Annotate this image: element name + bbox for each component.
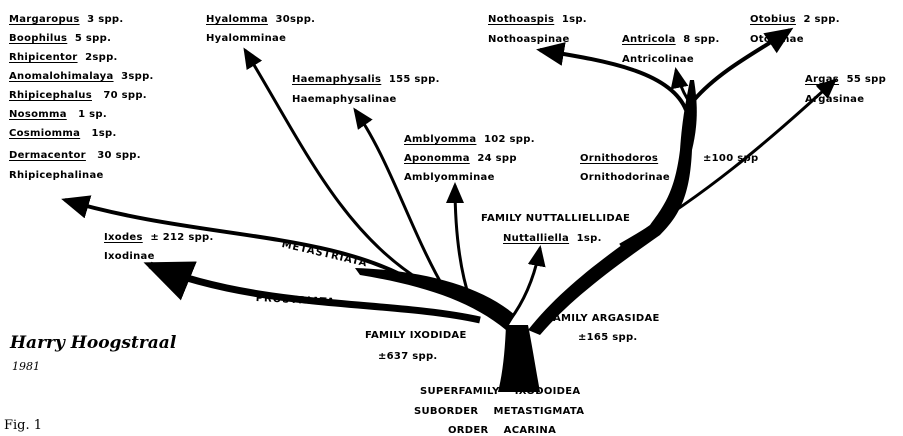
year: 1981 <box>12 360 40 373</box>
subfamily-ixodinae: Ixodinae <box>104 251 155 262</box>
branch-nothoaspinae <box>536 42 688 111</box>
subfamily-haemaphysalinae: Haemaphysalinae <box>292 94 397 105</box>
genus-nothoaspis: Nothoaspis 1sp. <box>488 14 587 25</box>
genus-amblyomma: Amblyomma 102 spp. <box>404 134 535 145</box>
genus-dermacentor: Dermacentor 30 spp. <box>9 150 141 161</box>
genus-otobius: Otobius 2 spp. <box>750 14 840 25</box>
subfamily-hyalomminae: Hyalomminae <box>206 33 287 44</box>
genus-rhipicephalus: Rhipicephalus 70 spp. <box>9 90 147 101</box>
subfamily-ornithodorinae: Ornithodorinae <box>580 172 670 183</box>
genus-rhipicentor: Rhipicentor 2spp. <box>9 52 118 63</box>
genus-haemaphysalis: Haemaphysalis 155 spp. <box>292 74 440 85</box>
figure-caption: Fig. 1 <box>4 418 43 433</box>
branch-otobinae <box>692 27 794 102</box>
genus-cosmiomma: Cosmiomma 1sp. <box>9 128 117 139</box>
genus-anomalohimalaya: Anomalohimalaya 3spp. <box>9 71 154 82</box>
superfamily-label: SUPERFAMILY IXODOIDEA <box>420 386 581 397</box>
suborder-label: SUBORDER METASTIGMATA <box>414 406 585 417</box>
genus-ixodes: Ixodes ± 212 spp. <box>104 232 214 243</box>
branch-nuttalliella <box>508 245 546 321</box>
ornithodoros-count: ±100 spp <box>703 153 759 164</box>
subfamily-nothoaspinae: Nothoaspinae <box>488 34 570 45</box>
subfamily-rhipicephalinae: Rhipicephalinae <box>9 170 104 181</box>
genus-ornithodoros: Ornithodoros <box>580 153 659 164</box>
genus-nuttalliella: Nuttalliella 1sp. <box>503 233 602 244</box>
ixodidae-count: ±637 spp. <box>378 351 438 362</box>
subfamily-amblyomminae: Amblyomminae <box>404 172 495 183</box>
ixodidae-limb <box>355 268 515 330</box>
argasidae-count: ±165 spp. <box>578 332 638 343</box>
subfamily-otobinae: Otobinae <box>750 34 804 45</box>
branch-argasinae <box>619 77 838 247</box>
family-ixodidae: FAMILY IXODIDAE <box>365 330 467 341</box>
argasidae-limb <box>528 150 692 335</box>
order-label: ORDER ACARINA <box>448 425 557 436</box>
branch-rhipicephalinae <box>61 195 422 287</box>
branch-ixodinae <box>143 261 481 324</box>
argasid-upper <box>680 80 697 150</box>
trunk <box>498 325 540 392</box>
branch-antricolinae <box>670 67 690 101</box>
branch-amblyomminae <box>446 182 472 301</box>
subfamily-argasinae: Argasinae <box>805 94 865 105</box>
family-argasidae: FAMILY ARGASIDAE <box>547 313 660 324</box>
branch-haemaphysalinae <box>353 107 447 291</box>
genus-argas: Argas 55 spp <box>805 74 887 85</box>
genus-nosomma: Nosomma 1 sp. <box>9 109 107 120</box>
branch-ornithodorinae <box>674 169 686 187</box>
genus-boophilus: Boophilus 5 spp. <box>9 33 112 44</box>
family-nuttalliellidae: FAMILY NUTTALLIELLIDAE <box>481 213 631 224</box>
signature: Harry Hoogstraal <box>10 333 177 353</box>
genus-aponomma: Aponomma 24 spp <box>404 153 517 164</box>
genus-margaropus: Margaropus 3 spp. <box>9 14 124 25</box>
genus-antricola: Antricola 8 spp. <box>622 34 720 45</box>
subfamily-antricolinae: Antricolinae <box>622 54 694 65</box>
branch-hyalomminae <box>243 47 421 282</box>
genus-hyalomma: Hyalomma 30spp. <box>206 14 316 25</box>
